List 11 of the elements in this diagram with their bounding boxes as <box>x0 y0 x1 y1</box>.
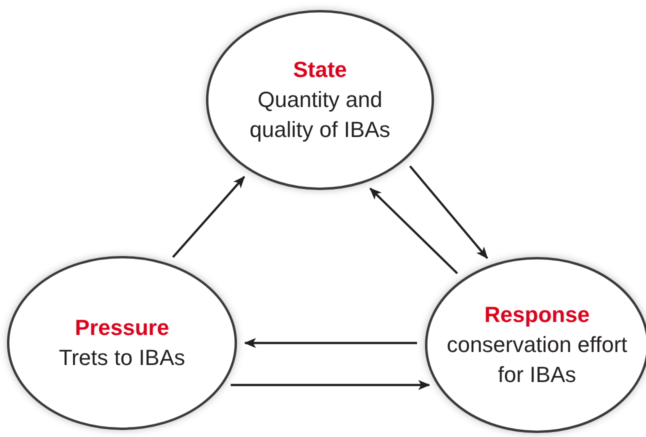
node-text: Trets to IBAs <box>58 344 186 372</box>
arrow <box>230 380 430 390</box>
node-title: State <box>293 56 347 84</box>
arrow <box>409 165 488 259</box>
arrow <box>244 338 418 348</box>
node-title: Response <box>484 301 590 329</box>
arrow <box>369 188 458 274</box>
arrow <box>172 176 246 258</box>
node-text: Quantity and quality of IBAs <box>248 86 392 144</box>
node-text: conservation effort for IBAs <box>446 331 628 389</box>
node-title: Pressure <box>74 314 170 342</box>
